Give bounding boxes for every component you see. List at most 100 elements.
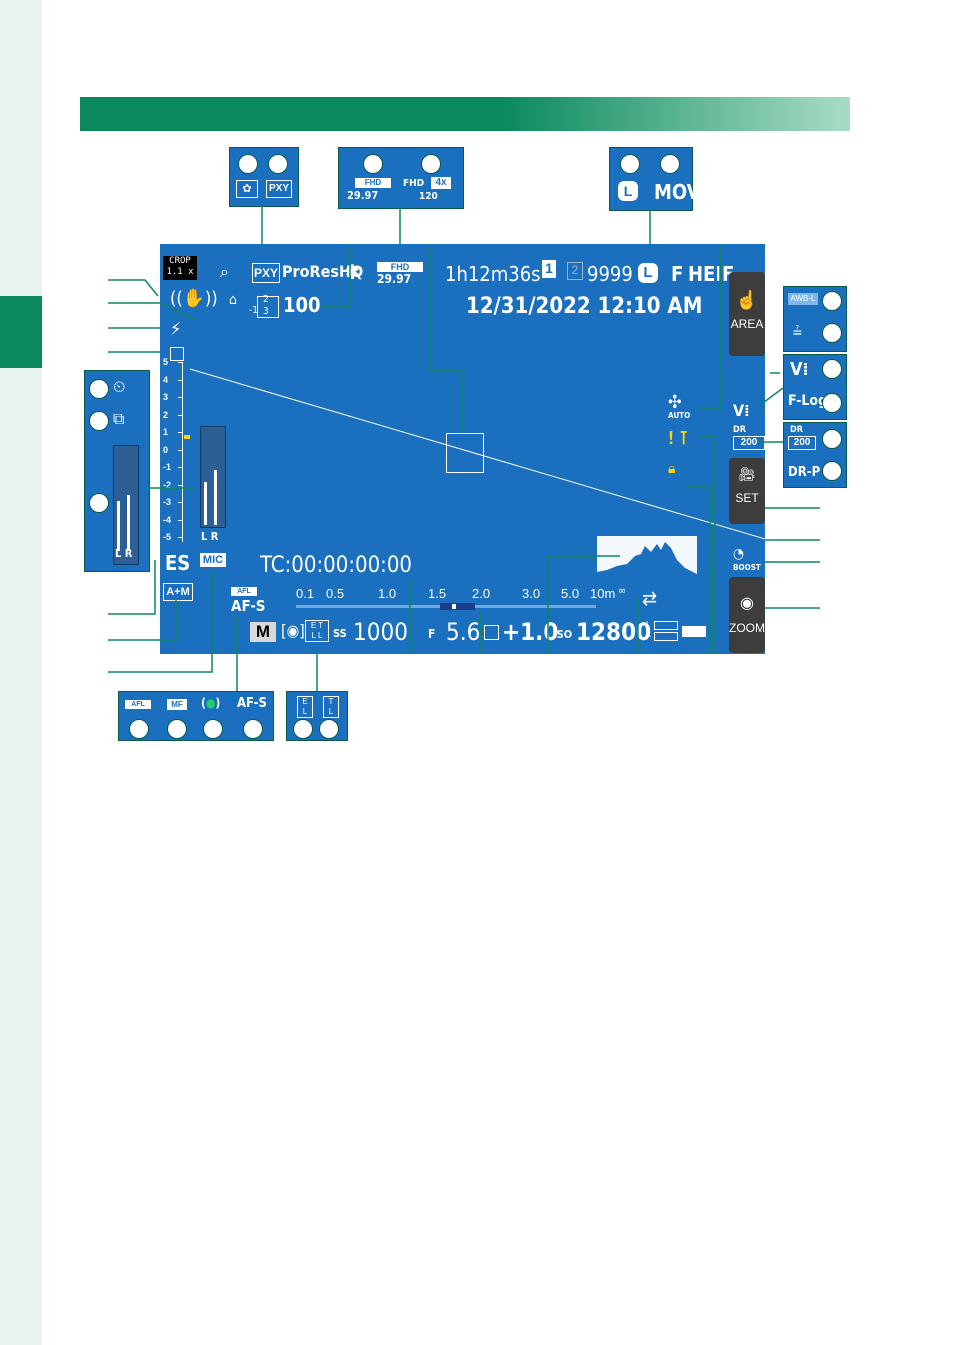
movie-icon: 🎥︎ <box>738 466 756 482</box>
iso-label: ISO <box>553 628 573 641</box>
box-fps: 29.97 <box>347 189 379 202</box>
exposure-scale-tick <box>178 362 183 363</box>
callout-box-film: V⁞ F-Log <box>783 354 847 420</box>
callout-box-dr: DR 200 DR-P <box>783 422 847 488</box>
exposure-comp-value: +1.0 <box>502 618 559 646</box>
box-4x: 4x <box>431 177 451 189</box>
touch-icon: ☝ <box>735 290 759 310</box>
box-audio-bar-r <box>127 495 130 551</box>
iso-box-value: 100 <box>283 293 321 317</box>
box-fhd: FHD <box>355 178 391 188</box>
power-supply-icon: ⇄ <box>642 586 658 610</box>
frames-remaining: 9999 <box>587 262 633 286</box>
callout-box-shutter-pxy: ✿ PXY <box>229 147 299 207</box>
comp-den: 3 <box>263 306 269 317</box>
exposure-scale-tick <box>178 467 183 468</box>
boost-label: BOOST <box>733 563 761 572</box>
exposure-scale-label: -5 <box>163 532 172 542</box>
box-fps2: 120 <box>419 191 438 202</box>
date-time: 12/31/2022 12:10 AM <box>466 294 703 319</box>
distance-scale-label: 3.0 <box>522 586 541 601</box>
callout-marker <box>243 719 263 739</box>
crop-value: 1.1 x <box>166 267 194 277</box>
battery-icon-r <box>654 632 678 641</box>
callout-marker <box>167 719 187 739</box>
exposure-scale-label: -4 <box>163 514 172 525</box>
exposure-scale-label: 2 <box>163 409 169 420</box>
afl-icon: AFL <box>231 587 257 596</box>
battery-icon-main <box>682 626 706 637</box>
stabilization-icon: ((✋)) <box>170 288 218 309</box>
comp-sign: -1 <box>249 305 258 316</box>
exposure-scale-tick <box>178 537 183 538</box>
movie-set-button[interactable]: 🎥︎ SET <box>729 458 765 524</box>
flash-icon: ⚡ <box>170 319 182 340</box>
distance-focus-range <box>440 603 475 610</box>
lens-icon: ◉ <box>740 595 754 612</box>
recording-time: 1h12m36s <box>445 262 541 286</box>
exposure-scale-label: -1 <box>163 462 172 472</box>
callout-marker <box>238 154 258 174</box>
distance-scale-label: 5.0 <box>561 586 580 601</box>
battery-l: L <box>646 620 651 629</box>
box-audio-lr: L R <box>115 547 133 560</box>
image-size-icon: L <box>638 263 658 283</box>
af-mode: AF-S <box>231 597 266 615</box>
box-dr-value: 200 <box>788 436 816 450</box>
fan-icon: ✣ <box>668 392 682 413</box>
callout-marker <box>822 323 842 343</box>
lock-icon: 🔒︎ <box>668 460 676 476</box>
continuous-icon: ⧉ <box>113 409 125 428</box>
pxy-icon: PXY <box>252 263 280 283</box>
histogram <box>597 536 697 580</box>
iso-box-icon <box>257 296 279 318</box>
callout-marker <box>293 719 313 739</box>
focus-zoom-icon: ⌕ <box>220 262 229 281</box>
audio-bar-right <box>214 470 217 525</box>
exposure-scale-label: -3 <box>163 497 172 507</box>
distance-scale-label: 0.5 <box>326 586 345 601</box>
exposure-scale-tick <box>178 449 183 451</box>
callout-marker <box>89 411 109 431</box>
battery-r: R <box>646 630 651 639</box>
box-audio-bar-l <box>117 501 120 551</box>
box-afs: AF-S <box>237 696 267 711</box>
callout-box-size-format: L MOV <box>609 147 701 211</box>
audio-lr: L R <box>201 530 219 543</box>
box-film-icon: V⁞ <box>790 359 809 380</box>
exposure-scale-label: -2 <box>163 479 172 490</box>
exposure-scale-label: 5 <box>163 357 169 367</box>
dr-value: 200 <box>733 436 765 450</box>
callout-marker <box>822 393 842 413</box>
callout-marker <box>363 154 383 174</box>
timecode: TC:00:00:00:00 <box>260 553 413 578</box>
exposure-scale-tick <box>178 432 183 433</box>
camera-display <box>160 244 765 654</box>
callout-box-af: AFL MF (●) AF-S <box>118 691 274 741</box>
exposure-scale-icon <box>170 347 184 361</box>
dr-label: DR <box>733 425 746 435</box>
ss-label: SS <box>333 627 347 640</box>
battery-lr: L R <box>646 620 651 640</box>
callout-marker <box>129 719 149 739</box>
callout-marker <box>89 379 109 399</box>
distance-focus-point <box>452 604 456 609</box>
distance-scale-label: 0.1 <box>296 586 315 601</box>
zoom-button[interactable]: ◉ ZOOM <box>729 577 765 653</box>
exposure-comp-icon <box>484 625 499 640</box>
exposure-scale-axis <box>182 362 183 542</box>
callout-box-wb: AWB-L ≟ <box>783 286 847 352</box>
box-afl: AFL <box>125 700 151 709</box>
fan-auto-label: AUTO <box>668 411 691 420</box>
distance-scale-label: 10m <box>590 586 616 601</box>
box-awb: AWB-L <box>788 293 818 305</box>
set-label: SET <box>735 491 759 505</box>
callout-marker <box>421 154 441 174</box>
box-mov: MOV <box>654 180 701 204</box>
area-button[interactable]: ☝ AREA <box>729 272 765 356</box>
box-pxy-icon: PXY <box>266 180 292 198</box>
shutter-icon: ✿ <box>236 180 258 198</box>
